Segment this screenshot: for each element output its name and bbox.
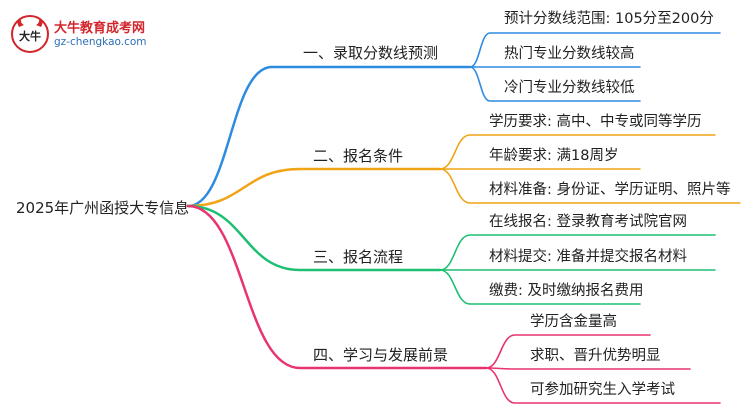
leaf-career-advantage: 求职、晋升优势明显: [530, 348, 661, 364]
logo-url: gz-chengkao.com: [54, 36, 147, 48]
leaf-age-requirement: 年龄要求: 满18周岁: [489, 148, 619, 164]
leaf-connector: [439, 134, 716, 170]
leaf-submit-materials: 材料提交: 准备并提交报名材料: [489, 249, 687, 265]
logo-mark-text: 大牛: [19, 29, 41, 43]
branch-score-prediction: 一、录取分数线预测: [303, 44, 439, 62]
leaf-education-requirement: 学历要求: 高中、中专或同等学历: [489, 114, 702, 130]
leaf-materials: 材料准备: 身份证、学历证明、照片等: [489, 182, 731, 198]
leaf-graduate-exam: 可参加研究生入学考试: [530, 382, 675, 398]
leaf-popular-major-high: 热门专业分数线较高: [504, 46, 635, 62]
leaf-online-registration: 在线报名: 登录教育考试院官网: [489, 214, 687, 230]
branch-prospects: 四、学习与发展前景: [313, 346, 449, 364]
leaf-connector: [439, 234, 716, 271]
leaf-connector: [439, 269, 641, 305]
leaf-connector: [485, 367, 721, 404]
leaf-connector: [485, 367, 691, 370]
root-node: 2025年广州函授大专信息: [16, 199, 190, 217]
branch-connector: [186, 204, 488, 370]
bull-logo-icon: 大牛: [11, 15, 49, 53]
branch-connector: [186, 204, 442, 272]
branch-process: 三、报名流程: [313, 248, 404, 266]
leaf-degree-value: 学历含金量高: [530, 314, 617, 330]
branch-requirements: 二、报名条件: [313, 147, 404, 165]
leaf-connector: [485, 334, 651, 369]
site-logo[interactable]: 大牛 大牛教育成考网 gz-chengkao.com: [10, 14, 180, 54]
leaf-connector: [469, 66, 641, 102]
leaf-connector: [469, 32, 721, 68]
leaf-score-range: 预计分数线范围: 105分至200分: [504, 11, 714, 27]
leaf-connector: [439, 168, 741, 204]
leaf-unpopular-major-low: 冷门专业分数线较低: [504, 80, 635, 96]
branch-connector: [186, 167, 442, 208]
logo-title: 大牛教育成考网: [54, 21, 146, 36]
leaf-payment: 缴费: 及时缴纳报名费用: [489, 283, 644, 299]
branch-connector: [186, 65, 472, 208]
